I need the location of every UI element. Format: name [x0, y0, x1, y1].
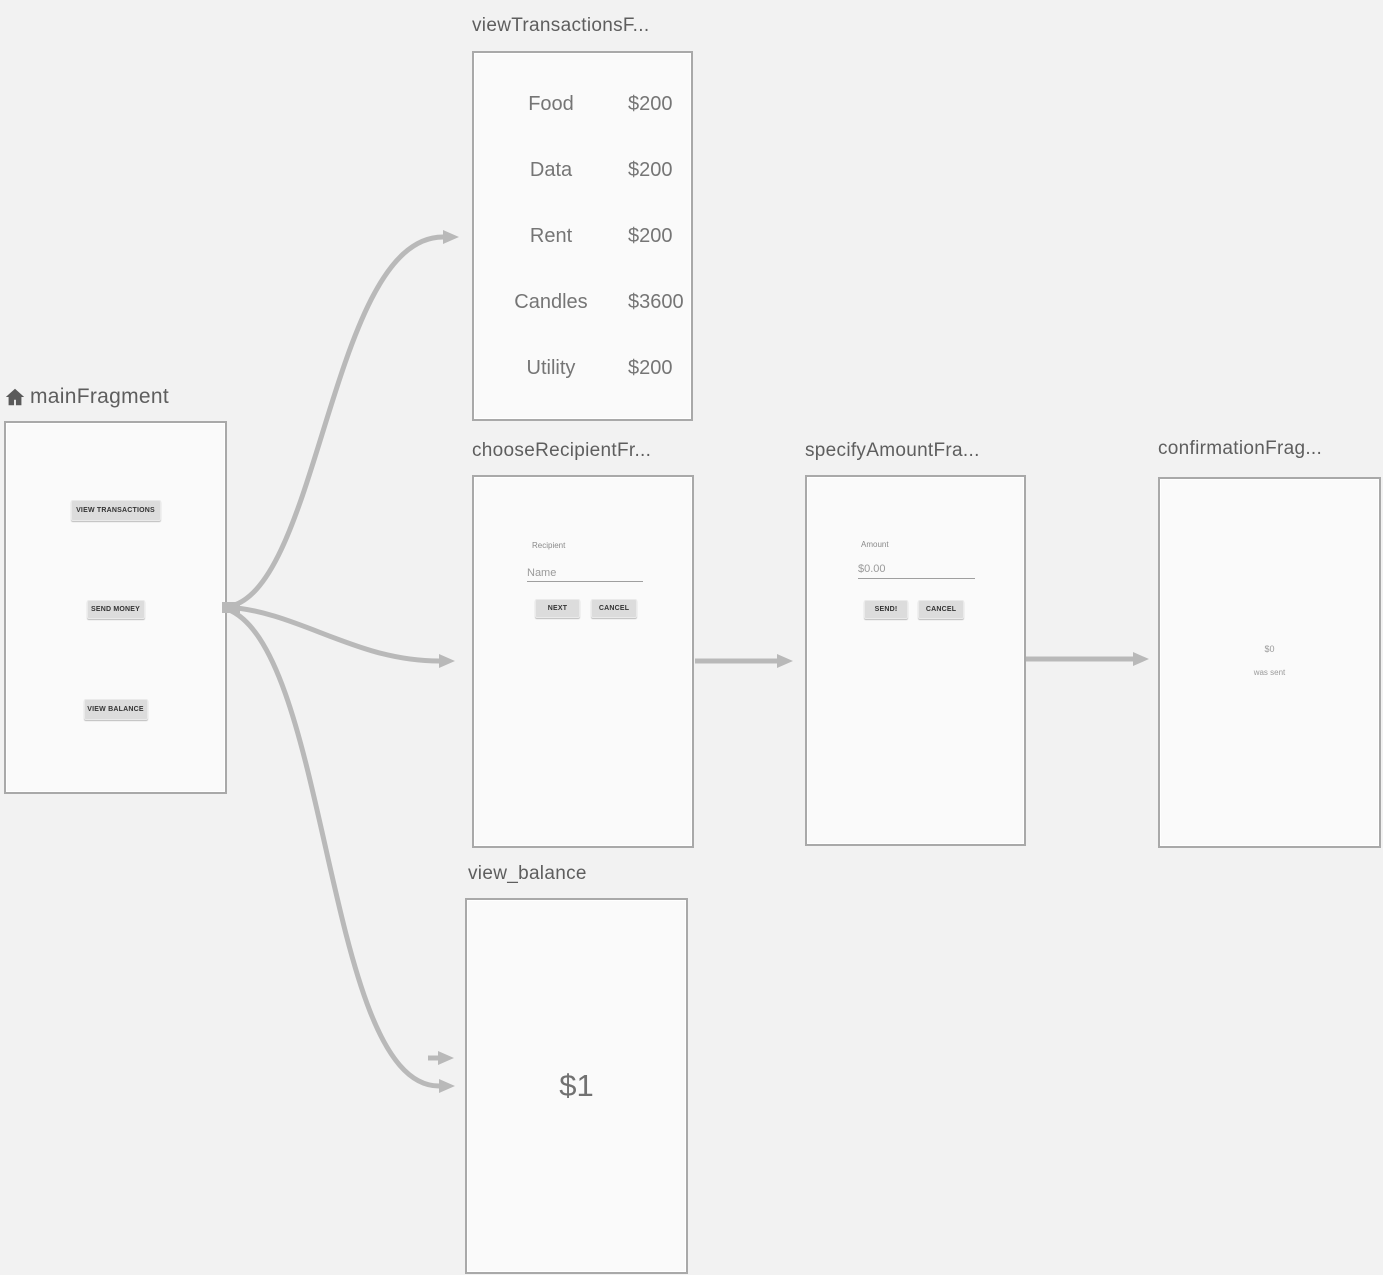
- transaction-amount: $200: [628, 356, 673, 379]
- transaction-row: Rent $200: [474, 203, 691, 269]
- view-transactions-button[interactable]: VIEW TRANSACTIONS: [70, 500, 161, 521]
- transaction-row: Candles $3600: [474, 269, 691, 335]
- choose-recipient-fragment-panel[interactable]: Recipient Name NEXT CANCEL: [472, 475, 694, 848]
- transaction-amount: $200: [628, 158, 673, 181]
- recipient-name-input[interactable]: Name: [527, 567, 557, 579]
- transaction-amount: $3600: [628, 290, 684, 313]
- view-balance-fragment-panel[interactable]: $1: [465, 898, 688, 1274]
- action-arrow-main-to-view-transactions[interactable]: [226, 230, 459, 610]
- confirmation-amount-text: $0: [1264, 644, 1275, 654]
- main-fragment-panel[interactable]: VIEW TRANSACTIONS SEND MONEY VIEW BALANC…: [4, 421, 227, 794]
- main-fragment-title[interactable]: mainFragment: [4, 385, 169, 409]
- transaction-label: Data: [529, 158, 573, 181]
- recipient-input-underline: [527, 581, 643, 582]
- transaction-label: Utility: [526, 356, 576, 379]
- transaction-amount: $200: [628, 92, 673, 115]
- transaction-amount: $200: [628, 224, 673, 247]
- transaction-row: Food $200: [474, 71, 691, 137]
- choose-recipient-fragment-title[interactable]: chooseRecipientFr...: [472, 440, 652, 461]
- confirmation-fragment-title[interactable]: confirmationFrag...: [1158, 438, 1323, 459]
- send-button[interactable]: SEND!: [864, 600, 908, 619]
- send-money-button[interactable]: SEND MONEY: [86, 600, 145, 619]
- transaction-label: Rent: [529, 224, 573, 247]
- view-balance-button[interactable]: VIEW BALANCE: [83, 699, 148, 720]
- action-arrow-main-to-view-balance[interactable]: [226, 606, 455, 1093]
- transaction-row: Utility $200: [474, 335, 691, 401]
- amount-input-underline: [858, 578, 975, 579]
- action-arrow-main-to-choose-recipient[interactable]: [226, 604, 455, 668]
- main-fragment-title-label: mainFragment: [30, 385, 169, 408]
- view-balance-fragment-title[interactable]: view_balance: [468, 863, 587, 884]
- specify-amount-fragment-title[interactable]: specifyAmountFra...: [805, 440, 980, 461]
- amount-field-label: Amount: [861, 540, 889, 549]
- view-transactions-fragment-panel[interactable]: Food $200 Data $200 Rent $200 Candles $3…: [472, 51, 693, 421]
- recipient-field-label: Recipient: [532, 541, 566, 550]
- cancel-button[interactable]: CANCEL: [918, 600, 964, 619]
- transaction-label: Candles: [514, 290, 588, 313]
- balance-amount-text: $1: [559, 1068, 594, 1103]
- confirmation-message-text: was sent: [1253, 668, 1286, 677]
- view-transactions-fragment-title[interactable]: viewTransactionsF...: [472, 15, 650, 36]
- transaction-label: Food: [528, 92, 574, 115]
- confirmation-fragment-panel[interactable]: $0 was sent: [1158, 477, 1381, 848]
- specify-amount-fragment-panel[interactable]: Amount $0.00 SEND! CANCEL: [805, 475, 1026, 846]
- next-button[interactable]: NEXT: [535, 599, 580, 618]
- amount-input[interactable]: $0.00: [858, 563, 886, 575]
- transactions-list: Food $200 Data $200 Rent $200 Candles $3…: [474, 71, 691, 401]
- home-icon: [5, 388, 25, 406]
- cancel-button[interactable]: CANCEL: [591, 599, 637, 618]
- transaction-row: Data $200: [474, 137, 691, 203]
